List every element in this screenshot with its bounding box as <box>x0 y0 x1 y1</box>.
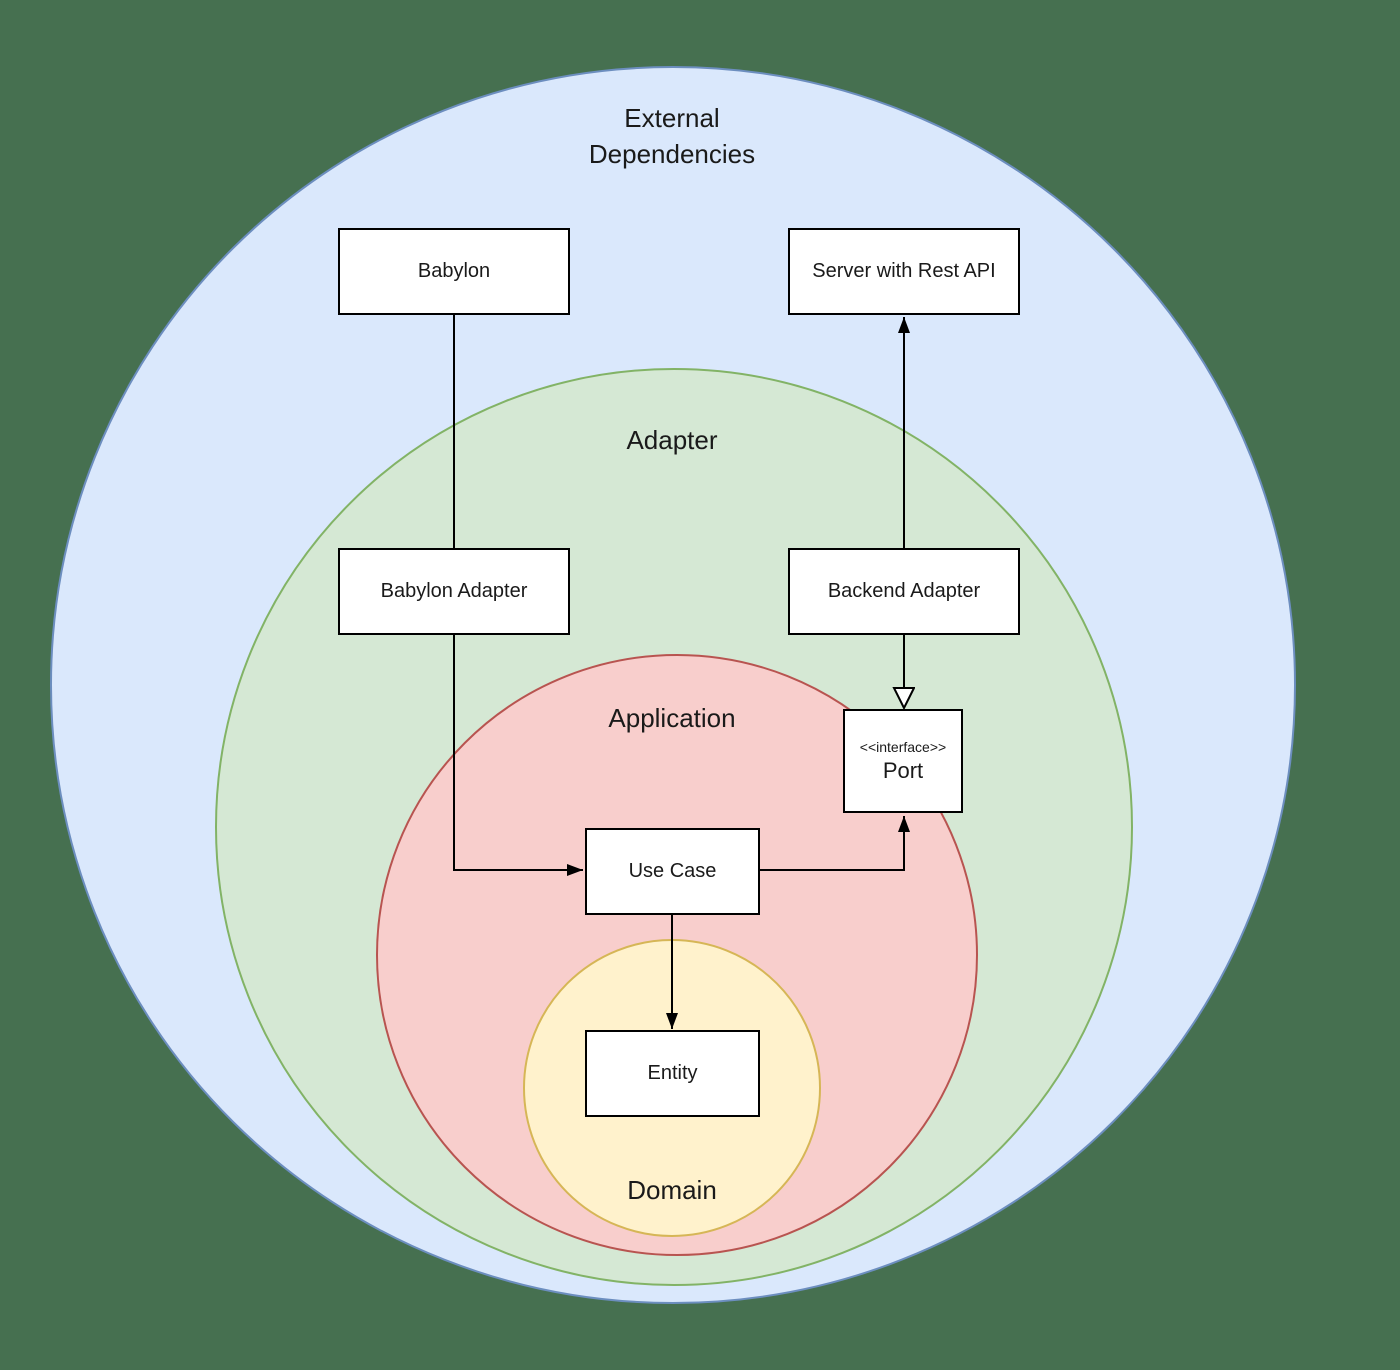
port-node-label: Port <box>882 758 924 783</box>
edge-use-case-to-port <box>760 816 910 871</box>
babylon-adapter-node: Babylon Adapter <box>338 548 570 635</box>
server-rest-api-node: Server with Rest API <box>788 228 1020 315</box>
babylon-adapter-node-label: Babylon Adapter <box>380 580 528 602</box>
babylon-node: Babylon <box>338 228 570 315</box>
port-interface-node: <<interface>> Port <box>843 709 963 813</box>
adapter-label: Adapter <box>626 425 718 455</box>
babylon-node-label: Babylon <box>417 260 491 282</box>
entity-node: Entity <box>585 1030 760 1117</box>
backend-adapter-node: Backend Adapter <box>788 548 1020 635</box>
external-dependencies-label: External Dependencies <box>588 103 756 169</box>
server-rest-api-node-label: Server with Rest API <box>812 260 996 282</box>
domain-label: Domain <box>627 1175 717 1205</box>
application-label: Application <box>608 703 736 733</box>
edge-babylon-adapter-to-use-case <box>453 635 583 876</box>
backend-adapter-node-label: Backend Adapter <box>827 580 981 602</box>
entity-node-label: Entity <box>647 1062 698 1084</box>
use-case-node-label: Use Case <box>628 860 717 882</box>
port-stereotype-label: <<interface>> <box>859 739 947 755</box>
use-case-node: Use Case <box>585 828 760 915</box>
